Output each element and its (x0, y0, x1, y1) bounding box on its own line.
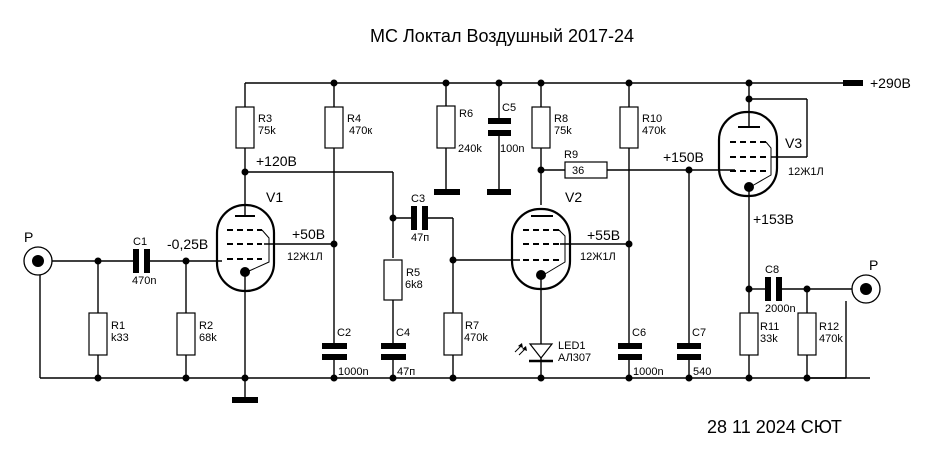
voltage-v1-grid: -0,25В (167, 236, 208, 252)
r6-ref: R6 (459, 108, 473, 120)
r2-ref: R2 (199, 320, 213, 332)
capacitor-c7: C7 540 (677, 327, 711, 378)
c2-value: 1000n (338, 366, 369, 378)
input-connector: Р (23, 229, 53, 276)
led-ref: LED1 (558, 340, 586, 352)
r2-value: 68k (199, 332, 217, 344)
capacitor-c8: C8 2000n (765, 264, 796, 315)
ground-symbol-r6 (434, 189, 460, 195)
c6-value: 1000n (633, 366, 664, 378)
resistor-r11: R11 33k (739, 312, 779, 356)
c2-ref: C2 (337, 327, 351, 339)
schematic-title: МС Локтал Воздушный 2017-24 (370, 26, 634, 46)
v3-ref: V3 (785, 135, 802, 151)
tube-v1: V1 12Ж1Л (215, 189, 323, 293)
voltage-v2-anode-node: +150В (663, 149, 704, 165)
v1-type: 12Ж1Л (287, 251, 323, 263)
supply-voltage-label: +290В (870, 75, 911, 91)
r3-value: 75k (258, 125, 276, 137)
voltage-v1-anode: +120В (256, 153, 297, 169)
resistor-r10: R10 470k (619, 106, 666, 149)
resistor-r4: R4 470к (324, 106, 372, 149)
supply-terminal-icon (843, 80, 863, 86)
resistor-r8: R8 75k (531, 106, 572, 149)
r11-ref: R11 (760, 321, 779, 333)
r12-ref: R12 (819, 321, 839, 333)
r5-value: 6k8 (405, 279, 423, 291)
voltage-v2-screen: +55В (587, 227, 620, 243)
tube-v2: V2 12Ж1Л (510, 189, 616, 291)
r1-value: k33 (111, 332, 129, 344)
r5-ref: R5 (406, 267, 420, 279)
voltage-v1-screen: +50В (292, 226, 325, 242)
tube-v2-envelope-icon (510, 207, 572, 291)
resistor-r9: R9 36 (564, 149, 608, 179)
resistor-r12: R12 470k (797, 312, 843, 356)
tube-v3-envelope-icon (717, 110, 779, 198)
capacitor-c6: C6 1000n (618, 327, 664, 378)
c1-ref: C1 (133, 236, 147, 248)
ground-symbol-c5 (487, 189, 511, 195)
c4-ref: C4 (396, 327, 410, 339)
resistor-r2: R2 68k (176, 312, 217, 356)
c5-value: 100n (500, 143, 524, 155)
led-diode-icon (528, 343, 554, 359)
r4-value: 470к (349, 125, 372, 137)
output-connector-label: Р (869, 257, 878, 273)
led1: LED1 АЛ307 (514, 340, 591, 364)
c1-value: 470n (132, 275, 156, 287)
capacitor-c2: C2 1000n (322, 327, 369, 378)
junctions (94, 79, 811, 382)
input-connector-label: Р (24, 229, 33, 245)
c5-ref: C5 (502, 102, 516, 114)
v1-ref: V1 (266, 189, 283, 205)
footer-date: 28 11 2024 СЮТ (707, 417, 842, 437)
ground-symbol (232, 397, 258, 403)
voltage-v3-cathode: +153В (753, 211, 794, 227)
resistor-r1: R1 k33 (88, 312, 129, 356)
resistor-r7: R7 470k (443, 312, 488, 356)
capacitor-c5: C5 100n (488, 102, 524, 155)
r9-ref: R9 (564, 149, 578, 161)
led-type: АЛ307 (558, 352, 591, 364)
r6-value: 240k (458, 143, 482, 155)
r9-value: 36 (572, 165, 584, 177)
r8-ref: R8 (554, 113, 568, 125)
v2-ref: V2 (565, 189, 582, 205)
r12-value: 470k (819, 333, 843, 345)
r10-ref: R10 (642, 113, 662, 125)
c7-ref: C7 (692, 327, 706, 339)
c8-value: 2000n (765, 303, 796, 315)
capacitor-c4: C4 47п (381, 327, 415, 378)
c6-ref: C6 (632, 327, 646, 339)
c7-value: 540 (693, 366, 711, 378)
c8-ref: C8 (765, 264, 779, 276)
c3-value: 47п (411, 232, 429, 244)
capacitor-c3: C3 47п (411, 193, 429, 244)
r1-ref: R1 (111, 320, 125, 332)
r10-value: 470k (642, 125, 666, 137)
output-connector: Р (851, 257, 881, 304)
resistor-r5: R5 6k8 (383, 259, 423, 301)
v3-type: 12Ж1Л (788, 166, 824, 178)
r3-ref: R3 (258, 113, 272, 125)
resistor-r3: R3 75k (235, 106, 276, 149)
capacitor-c1: C1 470n (132, 236, 156, 287)
resistor-r6: R6 240k (436, 105, 482, 155)
tube-v1-envelope-icon (215, 203, 276, 293)
r11-value: 33k (760, 333, 778, 345)
r7-ref: R7 (465, 320, 479, 332)
r7-value: 470k (464, 332, 488, 344)
led-light-arrows-icon (514, 343, 527, 356)
c3-ref: C3 (411, 193, 425, 205)
r8-value: 75k (554, 125, 572, 137)
v2-type: 12Ж1Л (580, 251, 616, 263)
c4-value: 47п (397, 366, 415, 378)
tube-v3: V3 12Ж1Л (717, 110, 824, 198)
r4-ref: R4 (347, 113, 361, 125)
